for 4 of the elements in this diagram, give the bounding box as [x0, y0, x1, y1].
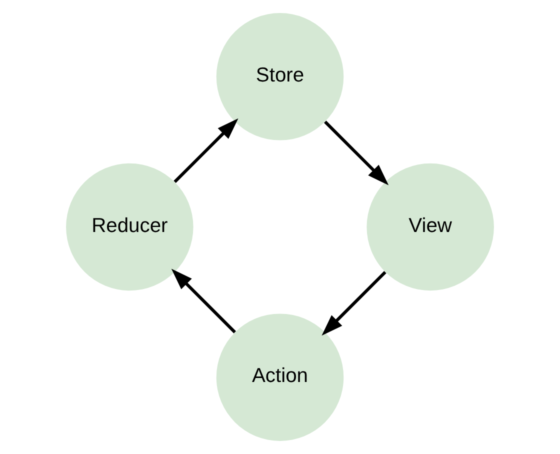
arrow [174, 118, 238, 183]
arrow [324, 120, 389, 186]
arrow [322, 271, 386, 336]
arrow [171, 268, 236, 334]
